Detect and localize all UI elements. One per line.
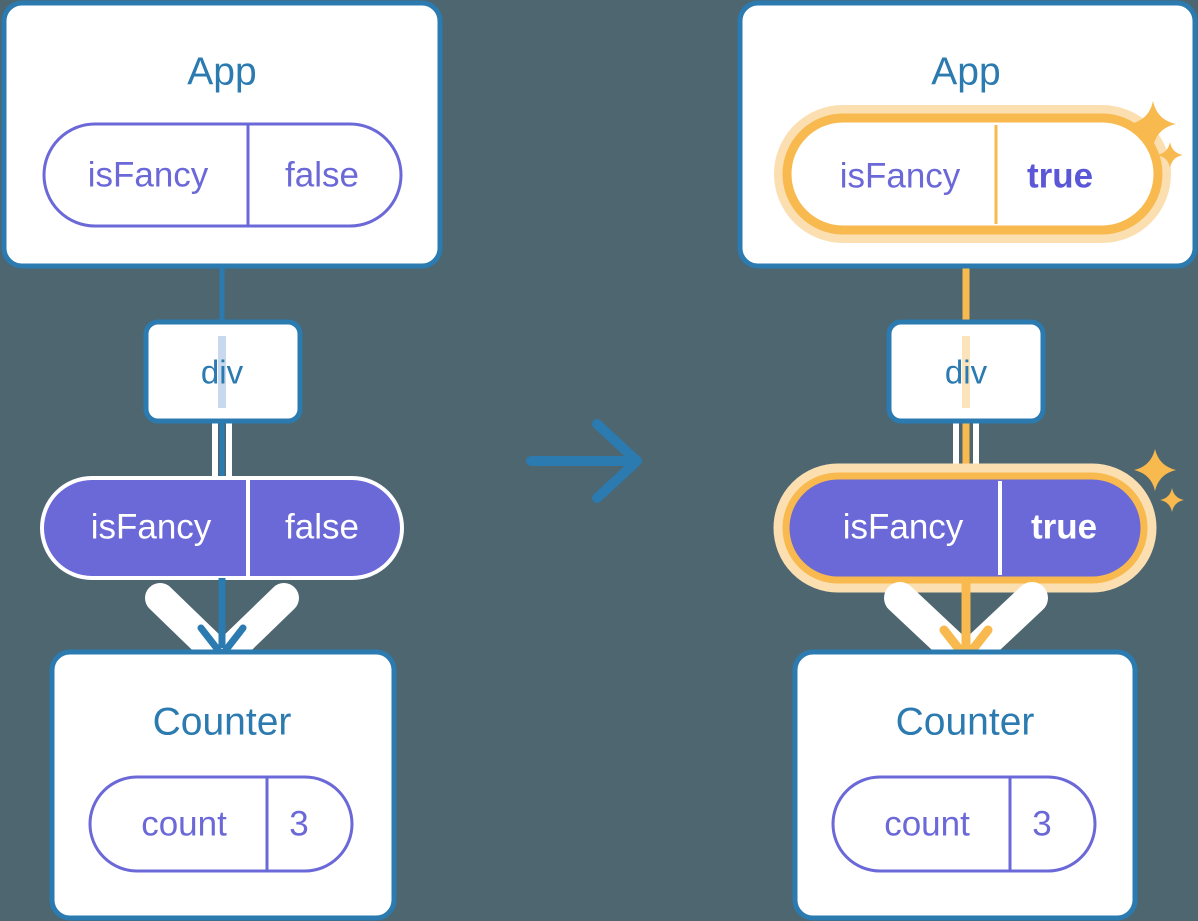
after-prop-pill: isFancy true [773, 449, 1184, 593]
arrow-right-icon [526, 419, 642, 503]
after-counter-state-pill: count 3 [831, 775, 1097, 873]
before-app-state-pill: isFancy false [42, 122, 403, 228]
after-counter-state-value: 3 [1032, 804, 1051, 843]
after-app-card: App isFancy true [737, 0, 1198, 269]
sparkle-small-mid-icon [1160, 488, 1184, 512]
after-app-state-highlight-glow [774, 105, 1171, 243]
after-div-node: div [886, 319, 1046, 424]
before-counter-state-name: count [141, 804, 227, 843]
after-app-state-pill: isFancy true [840, 125, 1093, 224]
after-prop-name: isFancy [843, 507, 964, 546]
before-app-card: App isFancy false [1, 0, 443, 269]
after-counter-card: Counter count 3 [792, 649, 1138, 921]
sparkle-large-top-icon [1130, 101, 1176, 147]
after-div-label: div [945, 354, 988, 391]
after-counter-title: Counter [896, 700, 1035, 743]
before-prop-pill: isFancy false [40, 476, 404, 580]
after-app-state-value: true [1027, 156, 1093, 195]
after-app-title: App [931, 50, 1000, 93]
before-app-state-value: false [285, 155, 359, 194]
before-render-arrow [145, 578, 299, 673]
before-counter-state-pill: count 3 [88, 775, 354, 873]
after-prop-value: true [1031, 507, 1097, 546]
before-counter-card: Counter count 3 [49, 649, 397, 921]
before-counter-state-value: 3 [289, 804, 308, 843]
after-counter-state-name: count [884, 804, 970, 843]
before-div-node: div [143, 319, 303, 424]
before-app-title: App [187, 50, 256, 93]
before-prop-name: isFancy [91, 507, 212, 546]
sparkle-small-top-icon [1157, 142, 1183, 168]
before-div-label: div [201, 354, 244, 391]
before-app-state-name: isFancy [88, 155, 209, 194]
after-app-state-name: isFancy [840, 156, 961, 195]
before-prop-value: false [285, 507, 359, 546]
before-counter-title: Counter [153, 700, 292, 743]
sparkle-large-mid-icon [1134, 449, 1176, 491]
